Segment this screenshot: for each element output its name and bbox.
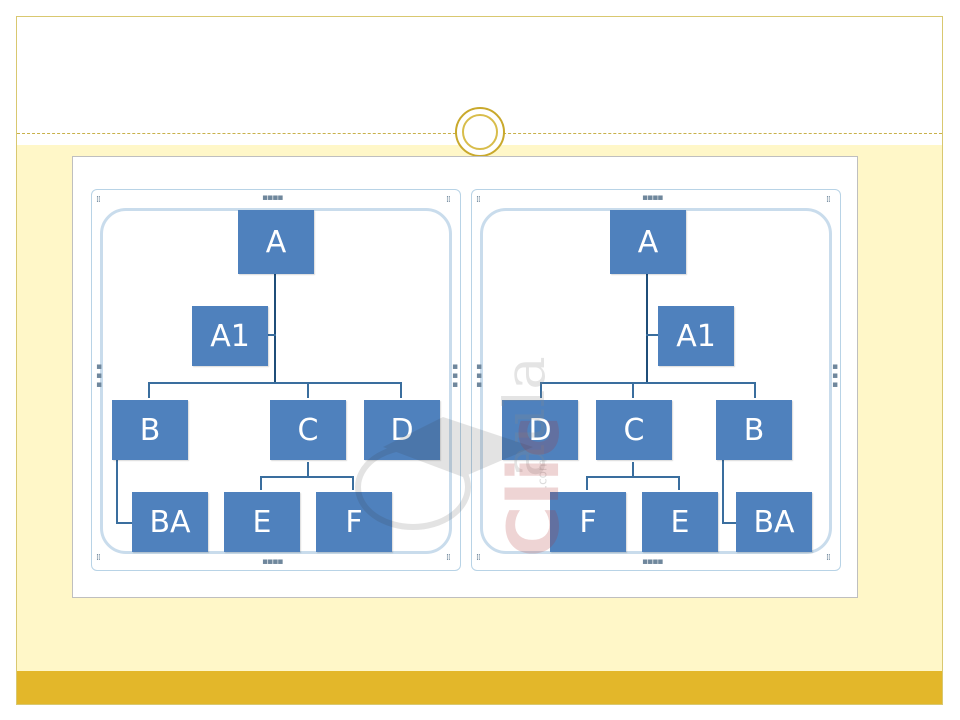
resize-handle-corner: ⁞⁞ <box>446 195 451 205</box>
org-node-c: C <box>270 400 346 460</box>
resize-handle-top: ▪▪▪▪ <box>262 193 283 203</box>
resize-handle-right: ▪▪▪ <box>450 362 460 389</box>
connector <box>586 476 588 490</box>
resize-handle-left: ▪▪▪ <box>94 362 104 389</box>
connector <box>400 382 402 398</box>
connector <box>646 272 648 384</box>
connector <box>646 334 658 336</box>
connector <box>260 476 354 478</box>
connector <box>116 460 118 524</box>
org-node-f: F <box>550 492 626 552</box>
resize-handle-bottom: ▪▪▪▪ <box>262 557 283 567</box>
decorative-ring <box>455 107 505 157</box>
chart-frame <box>480 208 832 554</box>
org-node-c: C <box>596 400 672 460</box>
connector <box>540 382 542 398</box>
connector <box>274 272 276 384</box>
resize-handle-corner: ⁞⁞ <box>826 195 831 205</box>
org-chart-image: ▪▪▪▪ ▪▪▪▪ ⁞⁞ ⁞⁞ ⁞⁞ ⁞⁞ ▪▪▪ ▪▪▪ A A1 B C D… <box>72 156 858 598</box>
org-node-b: B <box>112 400 188 460</box>
org-node-a: A <box>238 210 314 274</box>
connector <box>678 476 680 490</box>
org-node-e: E <box>224 492 300 552</box>
org-node-e: E <box>642 492 718 552</box>
org-node-d: D <box>364 400 440 460</box>
decorative-ring-inner <box>462 114 498 150</box>
resize-handle-corner: ⁞⁞ <box>476 553 481 563</box>
resize-handle-corner: ⁞⁞ <box>96 195 101 205</box>
connector <box>722 460 724 524</box>
org-node-a1: A1 <box>658 306 734 366</box>
connector <box>307 462 309 478</box>
org-node-ba: BA <box>736 492 812 552</box>
resize-handle-top: ▪▪▪▪ <box>642 193 663 203</box>
footer-bar <box>17 671 942 704</box>
connector <box>754 382 756 398</box>
resize-handle-corner: ⁞⁞ <box>476 195 481 205</box>
resize-handle-left: ▪▪▪ <box>474 362 484 389</box>
resize-handle-corner: ⁞⁞ <box>96 553 101 563</box>
connector <box>632 462 634 478</box>
connector <box>260 476 262 490</box>
resize-handle-bottom: ▪▪▪▪ <box>642 557 663 567</box>
resize-handle-right: ▪▪▪ <box>830 362 840 389</box>
org-node-b: B <box>716 400 792 460</box>
org-node-a: A <box>610 210 686 274</box>
org-node-a1: A1 <box>192 306 268 366</box>
resize-handle-corner: ⁞⁞ <box>826 553 831 563</box>
connector <box>148 382 150 398</box>
connector <box>632 382 634 398</box>
org-node-d: D <box>502 400 578 460</box>
connector <box>307 382 309 398</box>
org-node-ba: BA <box>132 492 208 552</box>
chart-frame <box>100 208 452 554</box>
resize-handle-corner: ⁞⁞ <box>446 553 451 563</box>
org-chart-right: ▪▪▪▪ ▪▪▪▪ ⁞⁞ ⁞⁞ ⁞⁞ ⁞⁞ ▪▪▪ ▪▪▪ A A1 D C B… <box>471 189 841 571</box>
connector <box>116 522 132 524</box>
org-node-f: F <box>316 492 392 552</box>
connector <box>540 382 756 384</box>
connector <box>722 522 738 524</box>
org-chart-left: ▪▪▪▪ ▪▪▪▪ ⁞⁞ ⁞⁞ ⁞⁞ ⁞⁞ ▪▪▪ ▪▪▪ A A1 B C D… <box>91 189 461 571</box>
connector <box>352 476 354 490</box>
connector <box>586 476 680 478</box>
connector <box>266 334 276 336</box>
connector <box>148 382 402 384</box>
